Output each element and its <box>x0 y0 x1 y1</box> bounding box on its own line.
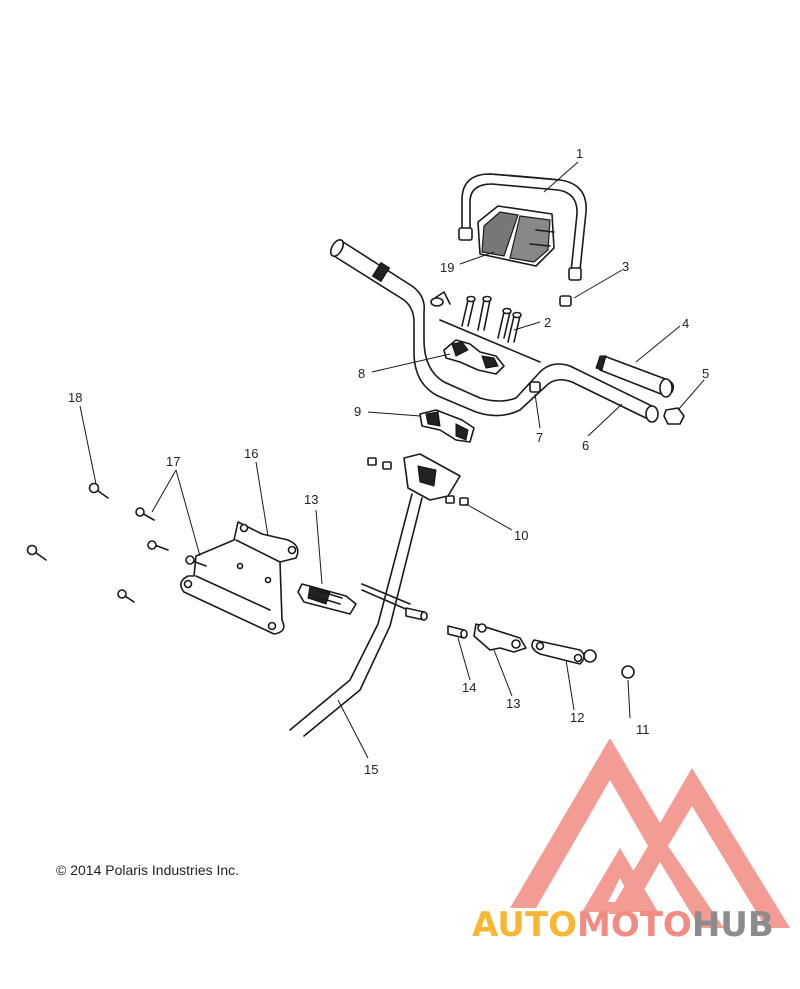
part-5-end-cap <box>663 407 685 425</box>
part-4-grip <box>595 355 675 398</box>
automotohub-wordmark: AUTOMOTOHUB <box>472 905 774 945</box>
wordmark-hub: HUB <box>691 905 774 945</box>
automotohub-logo-mark <box>510 738 790 928</box>
callout-6: 6 <box>582 438 589 453</box>
callout-11: 11 <box>636 722 650 737</box>
wordmark-auto: AUTO <box>472 905 577 945</box>
part-18-bolts <box>26 482 109 561</box>
callout-17: 17 <box>166 454 180 469</box>
part-2-bolts <box>461 295 522 343</box>
part-3-cap <box>559 295 572 307</box>
part-12-plate <box>531 639 585 665</box>
callout-4: 4 <box>682 316 689 331</box>
callout-10: 10 <box>514 528 528 543</box>
leader-lines <box>79 161 705 759</box>
part-13-bearing-block <box>297 583 357 615</box>
wordmark-moto: MOTO <box>576 905 692 945</box>
callout-7: 7 <box>536 430 543 445</box>
part-6-handlebar <box>329 239 659 423</box>
callout-8: 8 <box>358 366 365 381</box>
callout-16: 16 <box>244 446 258 461</box>
callout-3: 3 <box>622 259 629 274</box>
callout-14: 14 <box>462 680 476 695</box>
callout-13-right: 13 <box>506 696 520 711</box>
part-15-steering-post <box>289 453 461 737</box>
callout-5: 5 <box>702 366 709 381</box>
callout-19: 19 <box>440 260 454 275</box>
part-14-bushings <box>405 607 468 639</box>
part-13-bearing-cap <box>473 623 527 653</box>
copyright-notice: © 2014 Polaris Industries Inc. <box>56 862 240 878</box>
part-17-bolts <box>117 507 207 603</box>
part-9-lower-clamp <box>419 409 475 443</box>
callout-9: 9 <box>354 404 361 419</box>
part-1-crossbar-bracket <box>458 173 587 281</box>
part-10-nuts <box>367 457 469 506</box>
callout-2: 2 <box>544 315 551 330</box>
callout-15: 15 <box>364 762 378 777</box>
part-11-nut-b <box>621 665 635 679</box>
part-11-nut-a <box>583 649 597 663</box>
callout-18: 18 <box>68 390 82 405</box>
callouts: 1 2 3 4 5 6 7 8 9 10 11 12 13 13 14 15 1… <box>68 146 709 777</box>
part-16-mounting-bracket <box>180 521 299 635</box>
part-8-upper-clamps <box>443 339 505 375</box>
callout-12: 12 <box>570 710 584 725</box>
part-19-crossbar-pad <box>477 205 555 267</box>
part-7-plug <box>529 381 541 393</box>
callout-1: 1 <box>576 146 583 161</box>
callout-13-left: 13 <box>304 492 318 507</box>
